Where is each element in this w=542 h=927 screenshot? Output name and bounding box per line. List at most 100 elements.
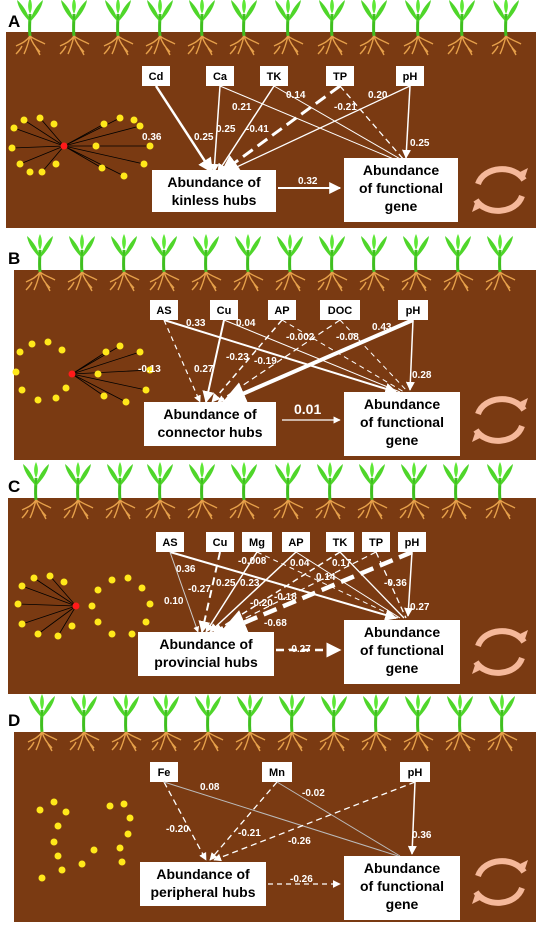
coef-label: -0.02 [302, 788, 325, 799]
coef-main: -0.26 [290, 874, 313, 885]
coef-label: -0.36 [384, 578, 407, 589]
coef-label: 0.23 [240, 578, 260, 589]
hub-box [138, 632, 274, 676]
coef-label: 0.43 [372, 322, 392, 333]
coef-label: -0.21 [238, 828, 261, 839]
coef-main: 0.32 [298, 176, 318, 187]
gene-label-line3: gene [386, 660, 419, 676]
path-coefficients: 0.36 0.25 0.21 0.25 -0.41 0.14 -0.21 0.2… [142, 90, 430, 187]
gene-label-line3: gene [386, 896, 419, 912]
coef-label: 0.04 [236, 318, 256, 329]
coef-label: -0.68 [264, 618, 287, 629]
coef-label: -0.002 [286, 332, 315, 343]
gene-box [344, 158, 458, 222]
coef-label: -0.27 [188, 584, 211, 595]
variable-boxes: Fe Mn pH [150, 762, 430, 782]
coef-label: 0.36 [176, 564, 196, 575]
variable-boxes: AS Cu AP DOC pH [150, 300, 428, 320]
var-tk: TK [333, 537, 348, 549]
var-ap: AP [274, 305, 289, 317]
var-tp: TP [333, 71, 347, 83]
coef-label: 0.04 [290, 558, 310, 569]
hub-label-line1: Abundance of [163, 406, 257, 422]
panel-label: C [8, 477, 20, 496]
coef-label: 0.17 [332, 558, 352, 569]
variable-boxes: AS Cu Mg AP TK TP pH [156, 532, 426, 552]
coef-label: -0.008 [238, 556, 267, 567]
panel-d: D Fe Mn pH 0.08 -0.02 -0.20 [8, 692, 536, 922]
var-fe: Fe [158, 767, 171, 779]
hub-label-line1: Abundance of [159, 636, 253, 652]
gene-label-line1: Abundance [364, 624, 440, 640]
coef-label: -0.21 [334, 102, 357, 113]
panel-c: C AS Cu Mg AP TK TP pH [8, 460, 536, 694]
gene-box [344, 856, 460, 920]
coef-label: 0.25 [216, 124, 236, 135]
variable-boxes: Cd Ca TK TP pH [142, 66, 424, 86]
gene-label-line2: of functional [360, 878, 444, 894]
var-ph: pH [406, 305, 421, 317]
var-ph: pH [408, 767, 423, 779]
panel-label: A [8, 12, 20, 31]
var-cd: Cd [149, 71, 164, 83]
gene-box [344, 392, 460, 456]
gene-box [344, 620, 460, 684]
var-ap: AP [288, 537, 303, 549]
hub-label-line2: provincial hubs [154, 654, 258, 670]
coef-label: 0.14 [286, 90, 306, 101]
coef-label: 0.36 [142, 132, 162, 143]
coef-label: 0.08 [200, 782, 220, 793]
path-arrows [154, 84, 411, 194]
network-icon [36, 798, 134, 882]
hub-box [152, 170, 276, 212]
path-arrows [163, 318, 415, 424]
coef-label: -0.26 [288, 836, 311, 847]
var-ca: Ca [213, 71, 228, 83]
network-icon [14, 572, 154, 640]
coef-label: -0.18 [274, 592, 297, 603]
var-tp: TP [369, 537, 383, 549]
var-as: AS [162, 537, 177, 549]
var-ph: pH [403, 71, 418, 83]
hub-label-line1: Abundance of [156, 866, 250, 882]
var-tk: TK [267, 71, 282, 83]
coef-label: -0.19 [254, 356, 277, 367]
panel-b: B AS Cu AP DOC pH [8, 232, 536, 460]
gene-label-line2: of functional [360, 642, 444, 658]
panel-label: B [8, 249, 20, 268]
hub-label-line2: kinless hubs [172, 192, 257, 208]
path-arrows [169, 549, 413, 658]
path-coefficients: 0.08 -0.02 -0.20 -0.21 -0.26 0.36 -0.26 [166, 782, 432, 885]
var-ph: pH [405, 537, 420, 549]
coef-label: -0.41 [246, 124, 269, 135]
gene-label-line1: Abundance [364, 860, 440, 876]
gene-label-line2: of functional [360, 414, 444, 430]
coef-label: -0.20 [250, 598, 273, 609]
panel-a: A Cd Ca TK TP pH [6, 0, 536, 228]
hub-box [140, 862, 266, 906]
path-coefficients: 0.33 -0.13 0.27 0.04 -0.23 -0.19 -0.002 … [138, 318, 432, 417]
coef-label: -0.20 [166, 824, 189, 835]
coef-label: 0.25 [216, 578, 236, 589]
gene-label-line2: of functional [359, 180, 443, 196]
var-as: AS [156, 305, 171, 317]
coef-label: -0.13 [138, 364, 161, 375]
coef-label: 0.28 [412, 370, 432, 381]
coef-label: 0.25 [194, 132, 214, 143]
var-mn: Mn [269, 767, 285, 779]
coef-label: -0.23 [226, 352, 249, 363]
var-mg: Mg [249, 537, 265, 549]
network-icon [12, 338, 154, 406]
var-cu: Cu [217, 305, 232, 317]
gene-label-line1: Abundance [364, 396, 440, 412]
coef-label: 0.36 [412, 830, 432, 841]
coef-label: 0.27 [410, 602, 430, 613]
panel-label: D [8, 711, 20, 730]
hub-label-line1: Abundance of [167, 174, 261, 190]
coef-label: 0.25 [410, 138, 430, 149]
path-arrows [163, 781, 417, 888]
gene-label-line3: gene [386, 432, 419, 448]
hub-label-line2: connector hubs [157, 424, 262, 440]
